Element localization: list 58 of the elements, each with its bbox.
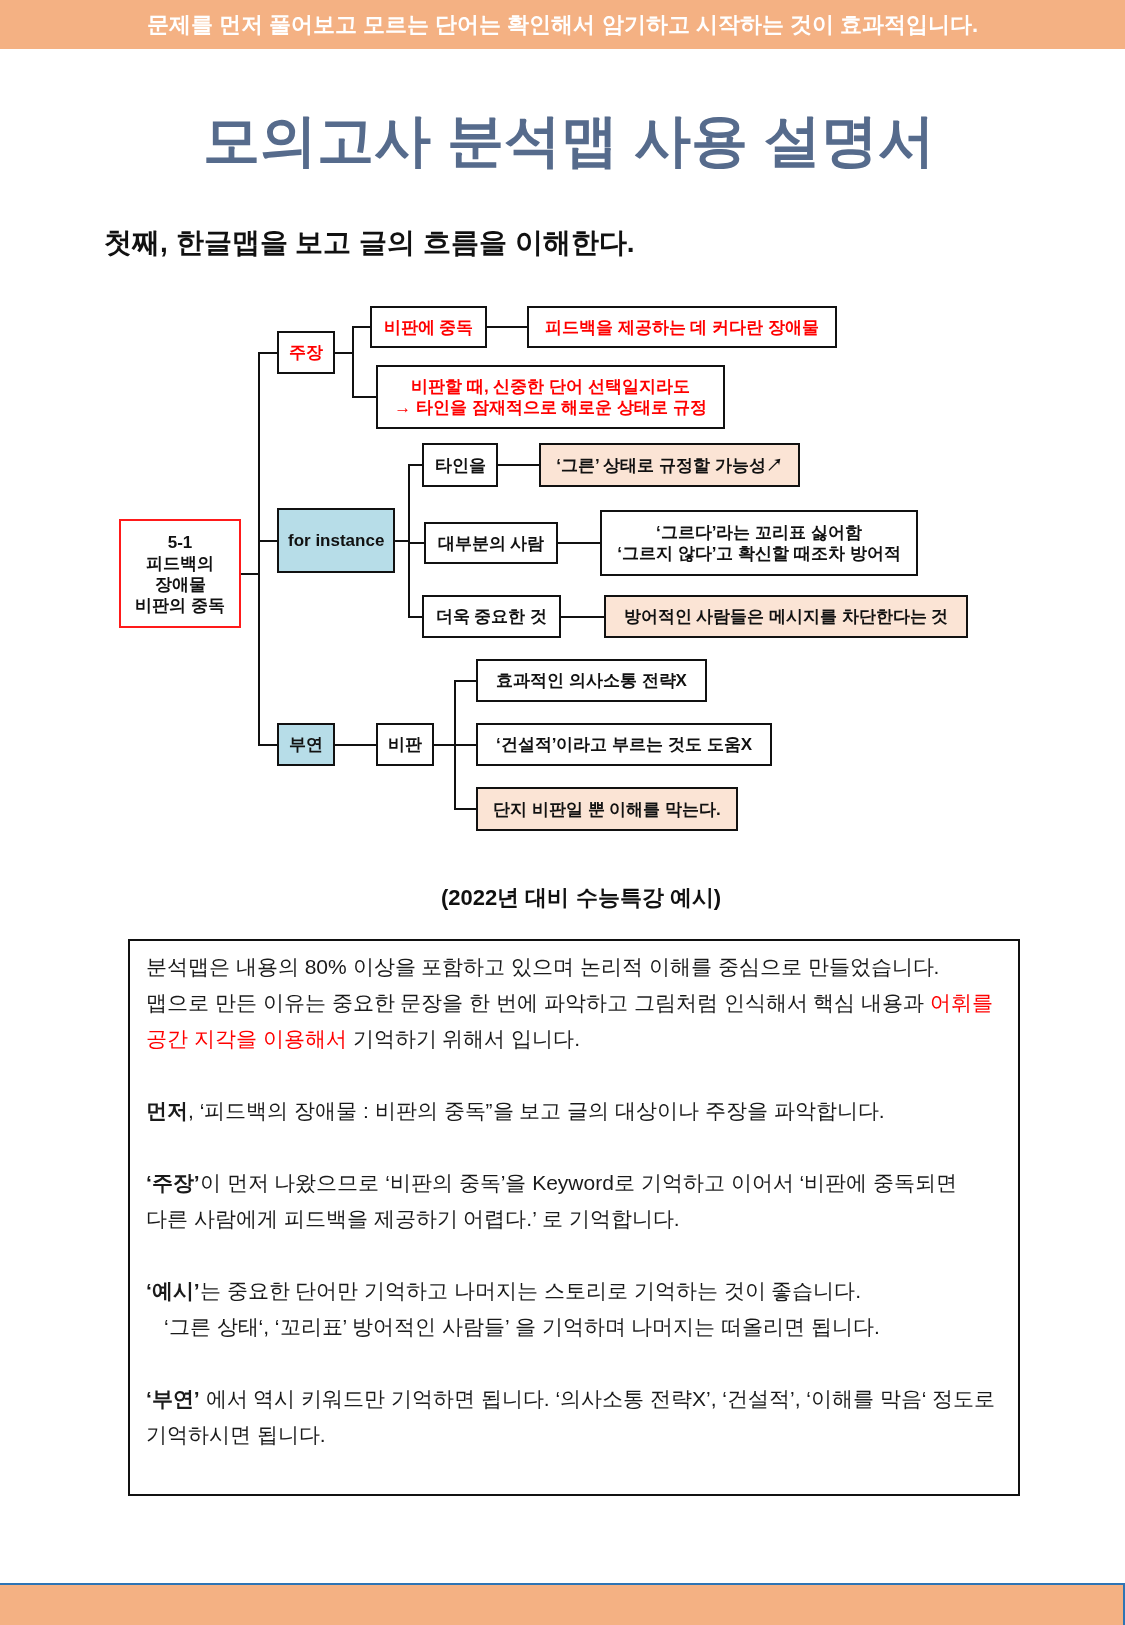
body-text: ‘주장’이 먼저 나왔으므로 ‘비판의 중독’을 Keyword로 기억하고 이어서 ‘비판에 중독되면 다른 사람에게 피드백을 제공하기 어렵다.’ 로 기억합니다. xyxy=(146,1170,958,1232)
branch-box xyxy=(277,723,335,766)
detail-box xyxy=(422,595,561,638)
banner-text: 문제를 먼저 풀어보고 모르는 단어는 확인해서 암기하고 시작하는 것이 효과적입니다. xyxy=(146,10,979,39)
detail-box xyxy=(604,595,968,638)
topic-box xyxy=(119,519,241,628)
connector-line xyxy=(334,744,377,746)
connector-line xyxy=(497,464,540,466)
detail-label: ‘건설적’이라고 부르는 것도 도움X xyxy=(496,734,752,755)
body-text: 먼저, ‘피드백의 장애물 : 비판의 중독”을 보고 글의 대상이나 주장을 파악합니다. xyxy=(146,1098,885,1124)
body-text: ‘그른 상태‘, ‘꼬리표’ 방어적인 사람들’ 을 기억하며 나머지는 떠올리면 됩니다. xyxy=(163,1314,880,1340)
note-panel xyxy=(128,939,1020,1496)
top-banner xyxy=(0,0,1125,49)
body-text: ‘예시’는 중요한 단어만 기억하고 나머지는 스토리로 기억하는 것이 좋습니다. xyxy=(146,1278,862,1304)
detail-label: 효과적인 의사소통 전략X xyxy=(496,670,687,691)
detail-box xyxy=(527,306,837,348)
detail-box xyxy=(539,443,800,487)
detail-label: → 타인을 잠재적으로 해로운 상태로 규정 xyxy=(394,397,707,418)
detail-box xyxy=(476,723,772,766)
connector-line xyxy=(560,616,605,618)
branch-box xyxy=(277,331,335,374)
section-heading: 첫째, 한글맵을 보고 글의 흐름을 이해한다. xyxy=(104,226,635,260)
detail-label: 대부분의 사람 xyxy=(437,532,545,554)
body-text: ‘부연’ 에서 역시 키워드만 기억하면 됩니다. ‘의사소통 전략X’, ‘건설적’, ‘이해를 막음‘ 정도로 기억하시면 됩니다. xyxy=(146,1386,997,1448)
detail-label: 피드백을 제공하는 데 커다란 장애물 xyxy=(545,316,819,338)
connector-line xyxy=(486,326,528,328)
page-title: 모의고사 분석맵 사용 설명서 xyxy=(203,107,935,174)
detail-label: ‘그르지 않다’고 확신할 때조차 방어적 xyxy=(617,543,901,564)
branch-label: 주장 xyxy=(289,342,323,363)
connector-line xyxy=(334,352,377,398)
detail-label: ‘그른’ 상태로 규정할 가능성↗ xyxy=(556,454,783,476)
detail-box xyxy=(422,443,498,487)
topic-label: 피드백의 장애물 비판의 중독 xyxy=(134,552,226,616)
detail-box xyxy=(600,510,918,576)
body-text: 맵으로 만든 이유는 중요한 문장을 한 번에 파악하고 그림처럼 인식해서 핵심 내용과 어휘를 공간 지각을 이용해서 기억하기 위해서 입니다. xyxy=(146,990,995,1052)
detail-label: 방어적인 사람들은 메시지를 차단한다는 것 xyxy=(623,606,949,627)
detail-label: ‘그르다’라는 꼬리표 싫어함 xyxy=(656,522,862,543)
detail-label: 타인을 xyxy=(434,454,486,476)
body-text: 분석맵은 내용의 80% 이상을 포함하고 있으며 논리적 이해를 중심으로 만들었습니다. xyxy=(146,954,940,980)
figure-caption: (2022년 대비 수능특강 예시) xyxy=(441,884,721,912)
detail-label: 비판 xyxy=(388,734,422,755)
connector-line xyxy=(433,744,477,810)
branch-box xyxy=(277,508,396,573)
section-number: 5-1 xyxy=(167,531,193,553)
connector-line xyxy=(240,573,278,746)
detail-box xyxy=(370,306,487,348)
detail-label: 단지 비판일 뿐 이해를 막는다. xyxy=(493,798,721,820)
detail-label: 더욱 중요한 것 xyxy=(435,606,548,627)
detail-label: 비판에 중독 xyxy=(383,316,474,338)
connector-line xyxy=(557,542,601,544)
branch-label: 부연 xyxy=(289,734,323,755)
detail-box xyxy=(476,659,707,702)
detail-box xyxy=(424,522,558,564)
branch-label: for instance xyxy=(288,530,385,551)
detail-box xyxy=(476,787,738,831)
detail-label: 비판할 때, 신중한 단어 선택일지라도 xyxy=(411,376,690,397)
detail-box xyxy=(376,723,434,766)
detail-box xyxy=(376,365,725,429)
